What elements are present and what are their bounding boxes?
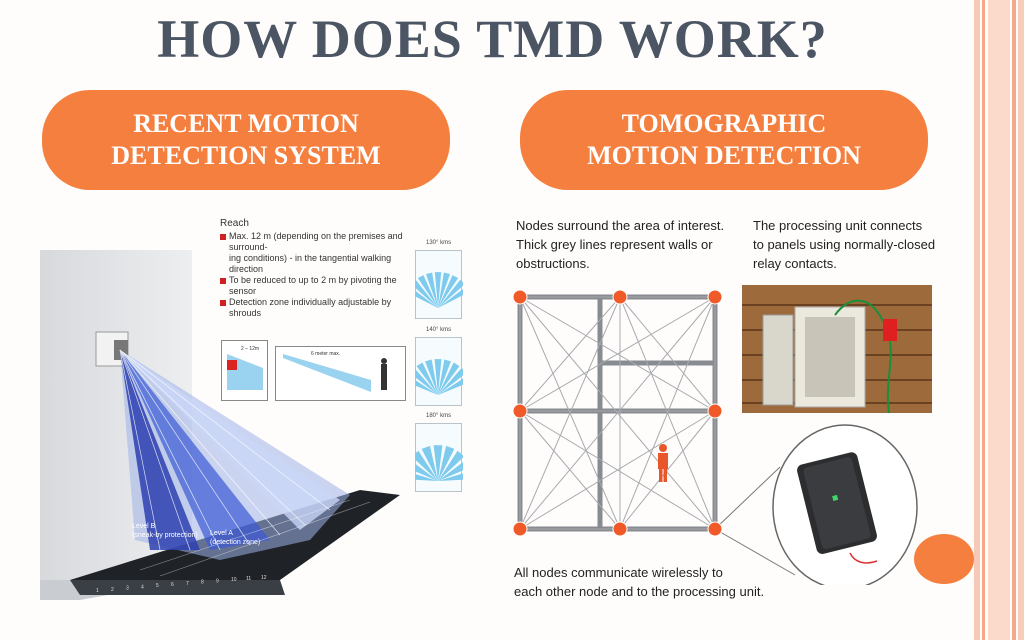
fan-segment bbox=[415, 450, 438, 481]
fan-segment bbox=[438, 272, 451, 308]
fan-segment bbox=[433, 445, 443, 481]
caption-line: to panels using normally-closed bbox=[753, 237, 936, 252]
reach-spec: Reach Max. 12 m (depending on the premis… bbox=[220, 218, 420, 319]
scale-tick: 10 bbox=[231, 577, 237, 583]
scale-tick: 7 bbox=[186, 581, 189, 587]
scale-tick: 5 bbox=[156, 583, 159, 589]
fan-segment bbox=[434, 359, 442, 395]
level-b-sub: (sneak-by protection) bbox=[132, 532, 198, 539]
fan-segment bbox=[415, 473, 438, 481]
wireless-caption: All nodes communicate wirelessly to each… bbox=[514, 563, 794, 601]
scale-tick: 11 bbox=[246, 576, 251, 582]
scale-tick: 12 bbox=[261, 575, 267, 581]
connection-line bbox=[519, 296, 621, 412]
reach-item: Detection zone individually adjustable b… bbox=[220, 297, 420, 319]
node-network-diagram bbox=[512, 285, 932, 585]
scale-tick: 1 bbox=[96, 588, 99, 594]
caption-line: All nodes communicate wirelessly to bbox=[514, 565, 723, 580]
motion-detector-illustration: Level B (sneak-by protection) Level A (d… bbox=[40, 250, 400, 600]
angle-label: 180° kms bbox=[426, 413, 452, 419]
sensor-node bbox=[707, 403, 723, 419]
scale-tick: 8 bbox=[201, 580, 204, 586]
fan-segment bbox=[438, 462, 463, 481]
sensor-node bbox=[512, 289, 528, 305]
range-label: 2 – 12m bbox=[241, 346, 259, 352]
fan-segment bbox=[438, 450, 463, 481]
nodes-caption: Nodes surround the area of interest. Thi… bbox=[516, 216, 746, 273]
fan-segment bbox=[434, 272, 442, 308]
fan-segment bbox=[421, 445, 438, 481]
caption-line: obstructions. bbox=[516, 256, 590, 271]
fan-segment bbox=[416, 362, 438, 395]
connection-line bbox=[519, 410, 621, 530]
connection-line bbox=[619, 410, 716, 530]
caption-line: Nodes surround the area of interest. bbox=[516, 218, 725, 233]
sensor-node bbox=[707, 289, 723, 305]
angle-fan-140 bbox=[415, 337, 463, 406]
angle-label: 140° kms bbox=[426, 327, 452, 333]
wireless-node-device bbox=[772, 424, 918, 585]
fan-segment bbox=[425, 359, 438, 395]
reach-item: To be reduced to up to 2 m by pivoting t… bbox=[220, 275, 420, 297]
fan-segment bbox=[425, 272, 438, 308]
processing-caption: The processing unit connects to panels u… bbox=[753, 216, 963, 273]
caption-line: Thick grey lines represent walls or bbox=[516, 237, 713, 252]
fan-segment bbox=[417, 275, 438, 308]
reach-heading: Reach bbox=[220, 218, 249, 229]
sensor-node bbox=[612, 289, 628, 305]
fan-segment bbox=[438, 359, 451, 395]
reach-item: ing conditions) - in the tangential walk… bbox=[229, 253, 392, 274]
level-a-label: Level A bbox=[210, 530, 233, 537]
fan-segment bbox=[415, 463, 438, 481]
side-view-diagram: 2 – 12m 6 meter max. bbox=[221, 340, 406, 401]
right-section-pill: TOMOGRAPHIC MOTION DETECTION bbox=[520, 90, 928, 190]
fan-segment bbox=[438, 445, 455, 481]
scale-tick: 4 bbox=[141, 584, 144, 590]
left-pill-line2: DETECTION SYSTEM bbox=[111, 141, 381, 170]
caption-line: relay contacts. bbox=[753, 256, 837, 271]
sensor-node bbox=[707, 521, 723, 537]
decorative-dot bbox=[914, 534, 974, 584]
angle-fan-130 bbox=[415, 250, 463, 319]
fan-segment bbox=[438, 473, 463, 481]
fan-segment bbox=[438, 362, 460, 395]
processing-unit-photo bbox=[742, 285, 932, 414]
connection-line bbox=[519, 296, 621, 530]
reach-item: Max. 12 m (depending on the premises and… bbox=[220, 231, 420, 253]
fan-segment bbox=[415, 279, 438, 308]
connection-line bbox=[519, 410, 716, 530]
left-pill-line1: RECENT MOTION bbox=[133, 109, 359, 138]
level-a-sub: (detection zone) bbox=[210, 539, 260, 546]
max-range-label: 6 meter max. bbox=[311, 351, 340, 357]
angle-fan-180 bbox=[415, 423, 463, 492]
caption-line: The processing unit connects bbox=[753, 218, 923, 233]
level-b-label: Level B bbox=[132, 523, 156, 530]
decorative-border bbox=[974, 0, 1024, 640]
sensor-node bbox=[612, 521, 628, 537]
scale-tick: 2 bbox=[111, 587, 114, 593]
caption-line: each other node and to the processing un… bbox=[514, 584, 765, 599]
person-icon bbox=[658, 444, 668, 482]
sensor-node bbox=[512, 521, 528, 537]
left-section-pill: RECENT MOTION DETECTION SYSTEM bbox=[42, 90, 450, 190]
connection-line bbox=[619, 296, 716, 530]
scale-tick: 6 bbox=[171, 582, 174, 588]
page-title: HOW DOES TMD WORK? bbox=[157, 9, 828, 69]
right-pill-line2: MOTION DETECTION bbox=[587, 141, 861, 170]
connection-line bbox=[519, 296, 716, 412]
right-pill-line1: TOMOGRAPHIC bbox=[621, 109, 827, 138]
angle-label: 130° kms bbox=[426, 240, 452, 246]
fan-segment bbox=[438, 279, 463, 308]
scale-tick: 9 bbox=[216, 578, 219, 584]
scale-tick: 3 bbox=[126, 586, 129, 592]
fan-segment bbox=[438, 367, 463, 395]
connection-line bbox=[519, 296, 716, 530]
sensor-node bbox=[512, 403, 528, 419]
fan-segment bbox=[438, 275, 459, 308]
fan-segment bbox=[415, 368, 438, 395]
